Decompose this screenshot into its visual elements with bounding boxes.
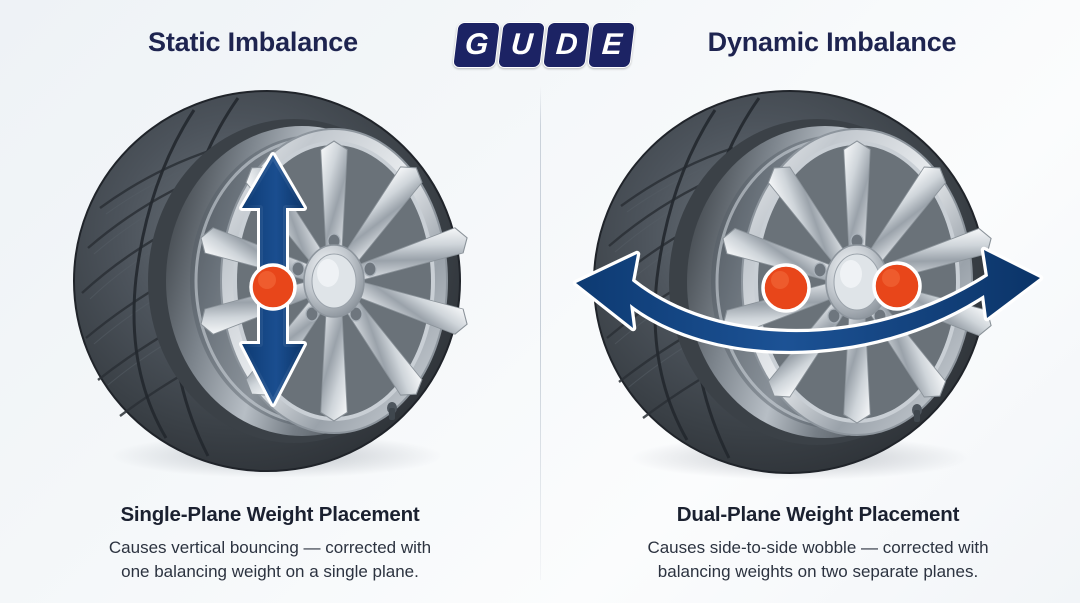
brand-letter-u: U xyxy=(509,28,534,61)
caption-title-static: Single-Plane Weight Placement xyxy=(120,503,420,526)
wheel-illustration-dynamic xyxy=(565,88,1025,480)
caption-body-dynamic: Causes side-to-side wobble — corrected w… xyxy=(568,536,1068,584)
caption-line: one balancing weight on a single plane. xyxy=(121,562,419,582)
wheel-svg-right xyxy=(593,90,992,480)
caption-dynamic: Dual-Plane Weight Placement Causes side-… xyxy=(568,503,1068,584)
caption-line: Causes vertical bouncing — corrected wit… xyxy=(108,538,432,557)
caption-line: balancing weights on two separate planes… xyxy=(657,562,979,582)
page-title-static: Static Imbalance xyxy=(148,27,358,57)
caption-static: Single-Plane Weight Placement Causes ver… xyxy=(20,503,520,584)
caption-title-dynamic: Dual-Plane Weight Placement xyxy=(676,503,960,526)
brand-tile-u: U xyxy=(497,22,546,68)
brand-tile-g: G xyxy=(452,22,501,68)
brand-letter-g: G xyxy=(463,28,490,61)
caption-body-static: Causes vertical bouncing — corrected wit… xyxy=(20,536,520,584)
page-title-dynamic: Dynamic Imbalance xyxy=(707,27,957,57)
caption-line: Causes side-to-side wobble — corrected w… xyxy=(647,538,989,557)
panel-divider xyxy=(540,86,541,580)
wheel-illustration-static xyxy=(62,88,482,478)
wheel-svg-left xyxy=(73,90,468,478)
